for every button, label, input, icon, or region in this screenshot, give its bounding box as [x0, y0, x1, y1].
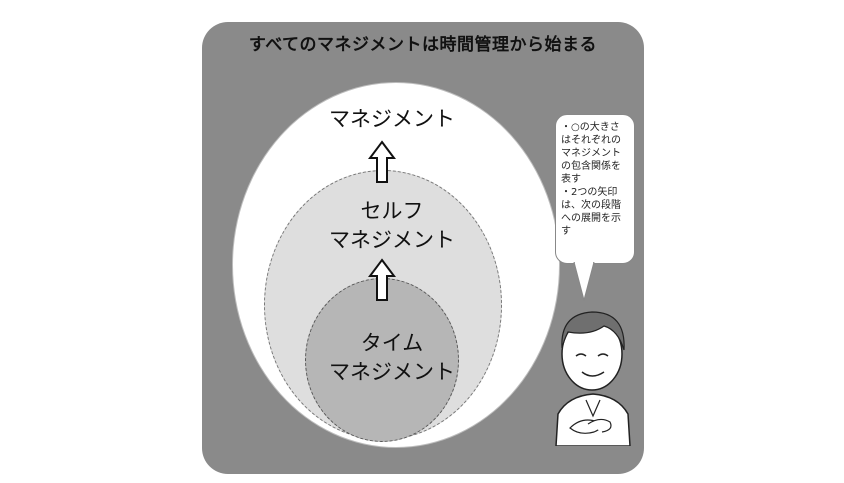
- middle-circle-label-1: セルフ: [360, 199, 424, 223]
- bubble-note-1: ・○の大きさはそれぞれのマネジメントの包含関係を表す: [561, 122, 621, 185]
- middle-circle-label-2: マネジメント: [329, 228, 455, 252]
- inner-circle-label-2: マネジメント: [329, 360, 455, 384]
- bubble-tail-icon: [573, 262, 595, 302]
- bubble-note-2: ・2つの矢印は、次の段階への展開を示す: [561, 187, 621, 237]
- inner-circle-time-management: [305, 278, 459, 442]
- outer-circle-label: マネジメント: [329, 107, 455, 131]
- up-arrow-icon: [368, 258, 396, 301]
- up-arrow-icon: [368, 140, 396, 183]
- speech-bubble-icon: ・○の大きさはそれぞれのマネジメントの包含関係を表す ・2つの矢印は、次の段階へ…: [555, 114, 635, 264]
- man-illustration-icon: [555, 311, 631, 446]
- inner-circle-label-1: タイム: [360, 331, 424, 355]
- diagram-title: すべてのマネジメントは時間管理から始まる: [248, 35, 598, 55]
